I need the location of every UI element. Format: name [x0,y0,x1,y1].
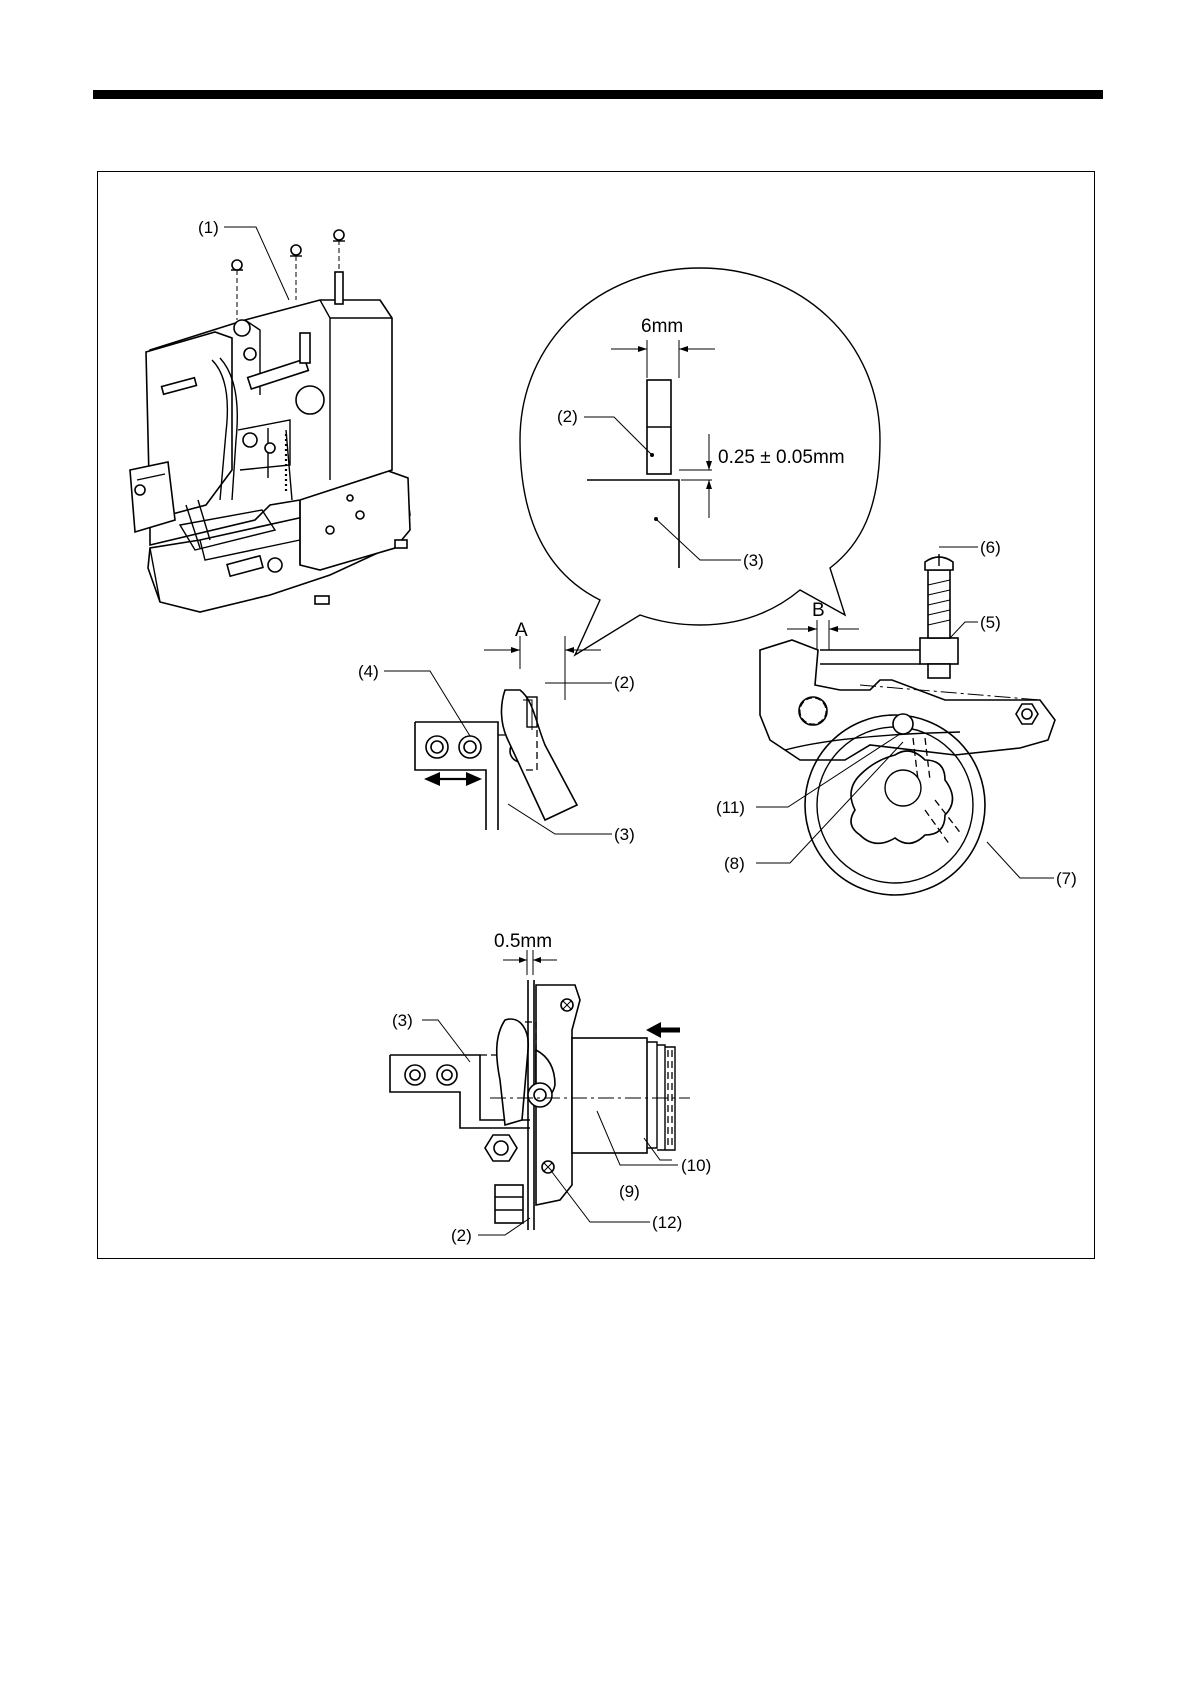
label-part-10: (10) [681,1156,711,1175]
cam-detail [756,547,1055,895]
label-part-7: (7) [1056,869,1077,888]
label-part-2-bottom: (2) [451,1226,472,1245]
label-part-9: (9) [619,1182,640,1201]
dimension-b: B [812,600,825,621]
hook-detail [390,950,690,1235]
label-part-4: (4) [358,662,379,681]
label-part-6: (6) [980,538,1001,557]
label-part-2-middle: (2) [614,673,635,692]
label-part-3-bottom: (3) [392,1011,413,1030]
dimension-a: A [515,620,528,641]
needle-guard-detail [384,636,612,834]
dimension-6mm: 6mm [641,316,683,337]
label-part-3-balloon: (3) [743,551,764,570]
label-part-8: (8) [724,854,745,873]
dimension-clearance: 0.25 ± 0.05mm [718,447,845,468]
label-part-3-middle: (3) [614,825,635,844]
label-part-1: (1) [198,218,219,237]
dimension-05mm: 0.5mm [494,931,552,952]
machine-illustration [130,227,410,612]
label-part-2-balloon: (2) [557,407,578,426]
label-part-5: (5) [980,613,1001,632]
label-part-12: (12) [652,1213,682,1232]
label-part-11: (11) [716,798,745,817]
